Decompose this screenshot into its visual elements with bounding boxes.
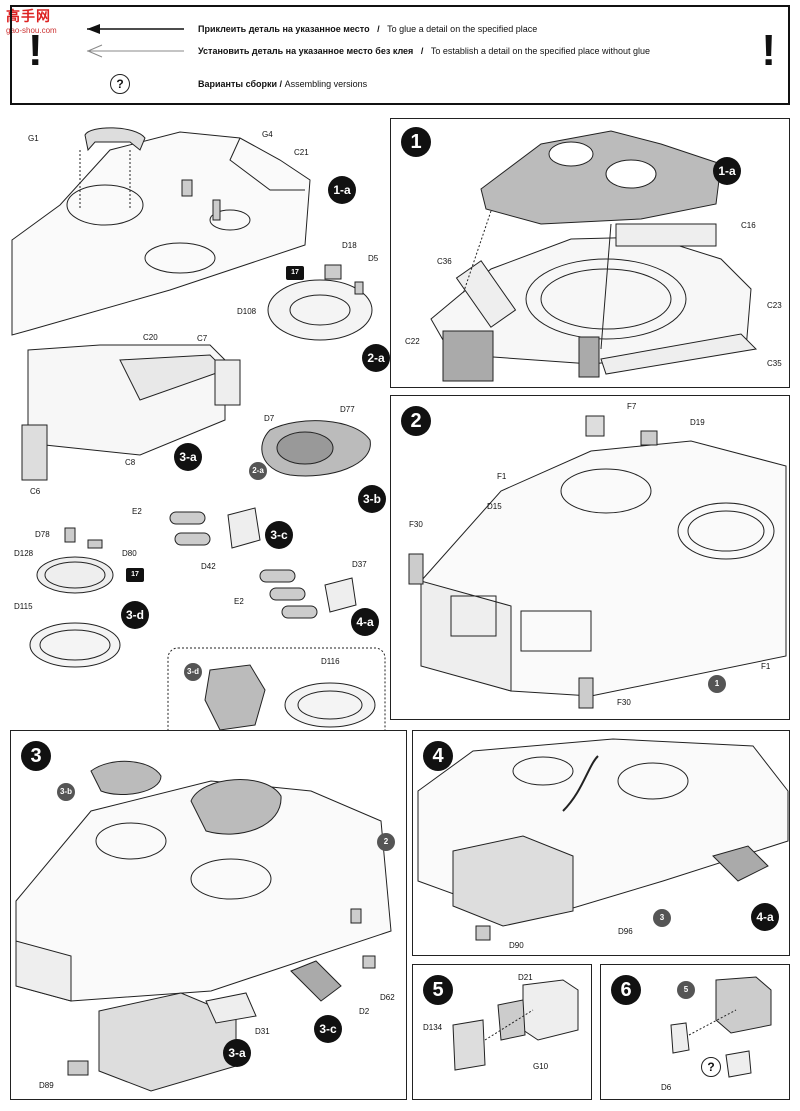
step-3-drawing [15, 760, 392, 1092]
step-3-panel: 3 3-b 2 D31 3-c 3-a D2 D62 D89 [10, 730, 407, 1100]
label-C7: C7 [197, 334, 208, 343]
step-6-panel: 6 5 ? D6 [600, 964, 790, 1100]
label-D128: D128 [14, 549, 34, 558]
label-D78: D78 [35, 530, 50, 539]
label-C36: C36 [437, 257, 452, 266]
step-3-number: 3 [21, 741, 51, 771]
warning-icon-right: ! [761, 26, 776, 75]
step-2-number: 2 [401, 406, 431, 436]
step-6-number: 6 [611, 975, 641, 1005]
label-D96: D96 [618, 927, 633, 936]
label-D18: D18 [342, 241, 357, 250]
badge-1a: 1-a [328, 176, 356, 204]
label-F1-b: F1 [761, 662, 771, 671]
label-C8: C8 [125, 458, 136, 467]
label-C22: C22 [405, 337, 420, 346]
badge-2a: 2-a [362, 344, 390, 372]
step-1-panel: 1 1-a C16 C36 C23 C22 C35 [390, 118, 790, 388]
step-1-drawing [430, 130, 758, 382]
label-C20: C20 [143, 333, 158, 342]
question-icon: ? [110, 74, 130, 94]
legend-no-glue: Установить деталь на указанное место без… [198, 46, 651, 56]
step-4-drawing [417, 738, 789, 941]
label-D37: D37 [352, 560, 367, 569]
step-4-ref-3: 3 [653, 909, 671, 927]
label-G10: G10 [533, 1062, 549, 1071]
step-2-panel: 2 F7 D19 F1 D15 F30 F1 F30 1 [390, 395, 790, 720]
badge-3b: 3-b [358, 485, 386, 513]
label-D89: D89 [39, 1081, 54, 1090]
badge-3d: 3-d [121, 601, 149, 629]
step-3-ref-3b: 3-b [57, 783, 75, 801]
step-3-badge-3c: 3-c [314, 1015, 342, 1043]
label-D31: D31 [255, 1027, 270, 1036]
question-icon-step6: ? [701, 1057, 721, 1077]
label-D90: D90 [509, 941, 524, 950]
label-D5: D5 [368, 254, 379, 263]
label-D21: D21 [518, 973, 533, 982]
label-C16: C16 [741, 221, 756, 230]
label-F30-b: F30 [617, 698, 631, 707]
step-3-ref-2: 2 [377, 833, 395, 851]
label-D80: D80 [122, 549, 137, 558]
legend-glue: Приклеить деталь на указанное место / To… [198, 24, 538, 34]
logo-text: 高手网 [6, 8, 51, 24]
badge-3a: 3-a [174, 443, 202, 471]
label-D116: D116 [321, 657, 340, 666]
label-G1: G1 [28, 134, 39, 143]
label-F1-a: F1 [497, 472, 507, 481]
step-6-ref-5: 5 [677, 981, 695, 999]
label-E2-a: E2 [132, 507, 142, 516]
label-F7: F7 [627, 402, 637, 411]
step-1-badge-1a: 1-a [713, 157, 741, 185]
label-C6: C6 [30, 487, 41, 496]
label-D62: D62 [380, 993, 395, 1002]
star-17-icon: 17 [286, 266, 304, 280]
label-D15: D15 [487, 502, 502, 511]
label-C23: C23 [767, 301, 782, 310]
label-D108: D108 [237, 307, 257, 316]
step-3-badge-3a: 3-a [223, 1039, 251, 1067]
label-D19: D19 [690, 418, 705, 427]
label-G4: G4 [262, 130, 273, 139]
label-D6: D6 [661, 1083, 672, 1092]
label-C35: C35 [767, 359, 782, 368]
badge-3c: 3-c [265, 521, 293, 549]
label-D42: D42 [201, 562, 216, 571]
warning-icon-left: ! [28, 26, 43, 75]
badge-4a: 4-a [351, 608, 379, 636]
star-17-icon-b: 17 [126, 568, 144, 582]
step-4-number: 4 [423, 741, 453, 771]
step-5-drawing [452, 979, 579, 1071]
legend-versions: Варианты сборки / Assembling versions [198, 79, 368, 89]
step-2-ref-1: 1 [708, 675, 726, 693]
label-D7: D7 [264, 414, 275, 423]
badge-3d-ref: 3-d [184, 663, 202, 681]
label-C21: C21 [294, 148, 309, 157]
label-D77: D77 [340, 405, 355, 414]
step-5-panel: 5 D21 D134 G10 [412, 964, 592, 1100]
badge-2a-ref: 2-a [249, 462, 267, 480]
step-5-number: 5 [423, 975, 453, 1005]
arrow-icons [86, 24, 184, 58]
step-4-badge-4a: 4-a [751, 903, 779, 931]
step-1-number: 1 [401, 127, 431, 157]
label-E2-b: E2 [234, 597, 244, 606]
step-4-panel: 4 D90 D96 3 4-a [412, 730, 790, 956]
step-2-drawing [408, 415, 787, 709]
label-F30-a: F30 [409, 520, 423, 529]
label-D115: D115 [14, 602, 33, 611]
logo-sub: gao-shou.com [6, 26, 57, 35]
label-D134: D134 [423, 1023, 443, 1032]
label-D2: D2 [359, 1007, 370, 1016]
legend-box: ! ! Приклеить деталь на указанное место … [10, 5, 790, 105]
site-logo: 高手网 gao-shou.com [6, 6, 57, 35]
step-6-drawing [670, 976, 772, 1078]
